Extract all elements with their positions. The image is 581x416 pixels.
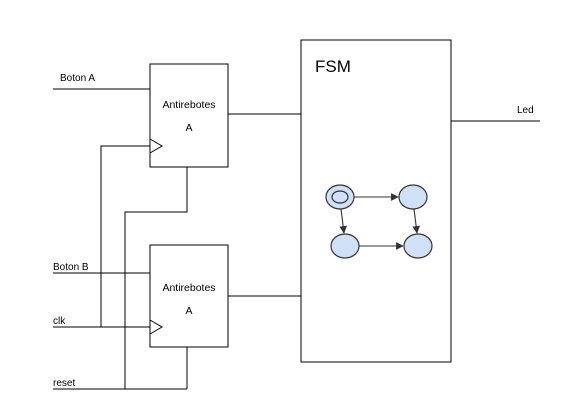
reset-branch-a-wire <box>124 167 188 389</box>
state-diagram-icon <box>325 184 433 259</box>
reset-label: reset <box>53 378 75 389</box>
boton-a-label: Boton A <box>60 73 95 84</box>
debounce-b-title: Antirebotes <box>162 282 215 294</box>
fsm-title: FSM <box>315 57 351 76</box>
fsm-block <box>300 39 452 363</box>
clock-triangle-b <box>149 319 163 335</box>
debounce-b-suffix: A <box>185 305 192 317</box>
state-3 <box>330 233 360 259</box>
transition-1-3 <box>339 208 347 234</box>
clk-label: clk <box>53 316 66 327</box>
led-label: Led <box>517 105 534 116</box>
debounce-a-suffix: A <box>185 122 192 134</box>
boton-b-label: Boton B <box>53 262 89 273</box>
state-4 <box>403 233 433 259</box>
state-initial-inner <box>331 190 349 204</box>
transition-2-4 <box>412 208 420 234</box>
clock-triangle-a <box>149 138 163 154</box>
debounce-block-a <box>149 63 229 168</box>
clk-branch-wire <box>100 145 150 327</box>
debounce-a-title: Antirebotes <box>162 99 215 111</box>
state-2 <box>398 184 428 210</box>
debounce-block-b <box>149 244 229 348</box>
